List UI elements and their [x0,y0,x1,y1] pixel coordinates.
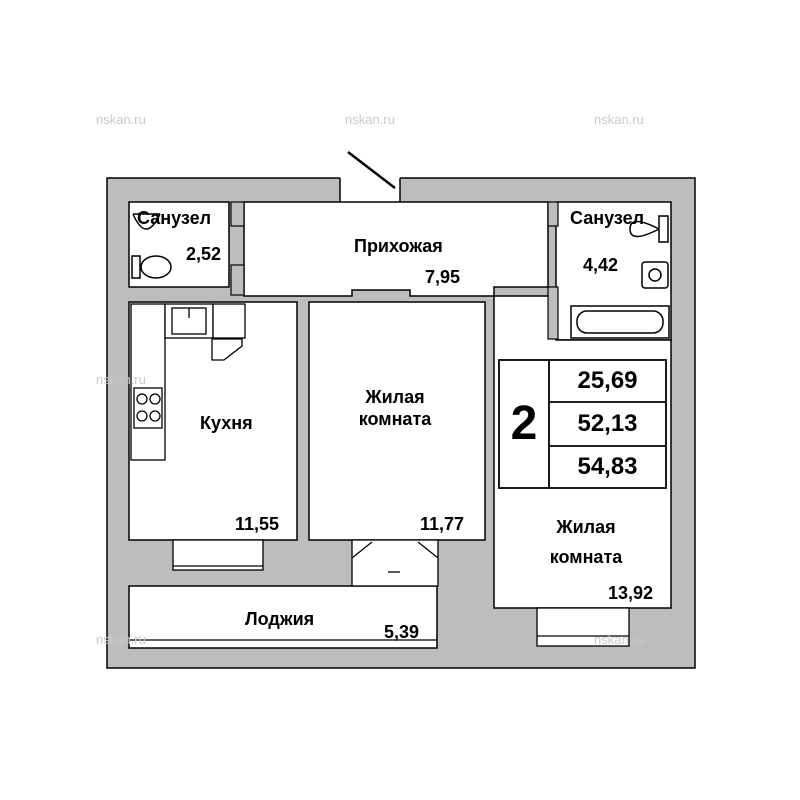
living-room-2-window [536,607,630,647]
living-room-1-name-2: комната [358,409,432,429]
loggia [128,585,438,649]
loggia-door [351,539,439,587]
kitchen-name: Кухня [200,413,253,433]
living-room-2-name-1: Жилая [556,517,616,537]
sink-icon-3 [171,307,207,335]
kitchen-counter [130,303,246,461]
entrance-door-leaf [347,151,396,189]
watermark: nskan.ru [96,372,146,387]
hallway-name: Прихожая [354,236,443,256]
living-room-2-name-2: комната [549,547,623,567]
loggia-name: Лоджия [245,609,315,629]
watermark: nskan.ru [96,632,146,647]
stove-icon [133,387,163,429]
hallway-area: 7,95 [425,267,461,287]
rooms-count: 2 [510,397,538,450]
living-room-1-name-1: Жилая [365,387,425,407]
sink-icon-2 [641,261,669,289]
watermark: nskan.ru [96,112,146,127]
bathroom-1-name: Санузел [137,208,212,228]
kitchen-window [172,539,264,571]
bathroom-2-area: 4,42 [583,255,619,275]
entrance-opening [340,176,400,202]
living-room-1-area: 11,77 [420,514,465,534]
range-hood [211,338,243,361]
bathroom-2-name: Санузел [570,208,645,228]
bathtub-icon [570,305,670,339]
toilet-icon [131,255,172,279]
living-area-value: 25,69 [577,367,638,394]
watermark: nskan.ru [594,632,644,647]
hallway [243,201,549,297]
loggia-area: 5,39 [384,622,420,642]
sink-icon [132,213,161,230]
total-with-loggia-value: 54,83 [577,453,638,480]
watermark: nskan.ru [345,112,395,127]
bathroom-1-area: 2,52 [186,244,222,264]
bathroom-1 [128,201,230,288]
watermark: nskan.ru [594,112,644,127]
living-room-2-area: 13,92 [608,583,654,603]
area-summary-table [498,359,667,489]
toilet-icon-2 [629,215,669,243]
kitchen-area: 11,55 [235,514,280,534]
total-area-value: 52,13 [577,410,638,437]
